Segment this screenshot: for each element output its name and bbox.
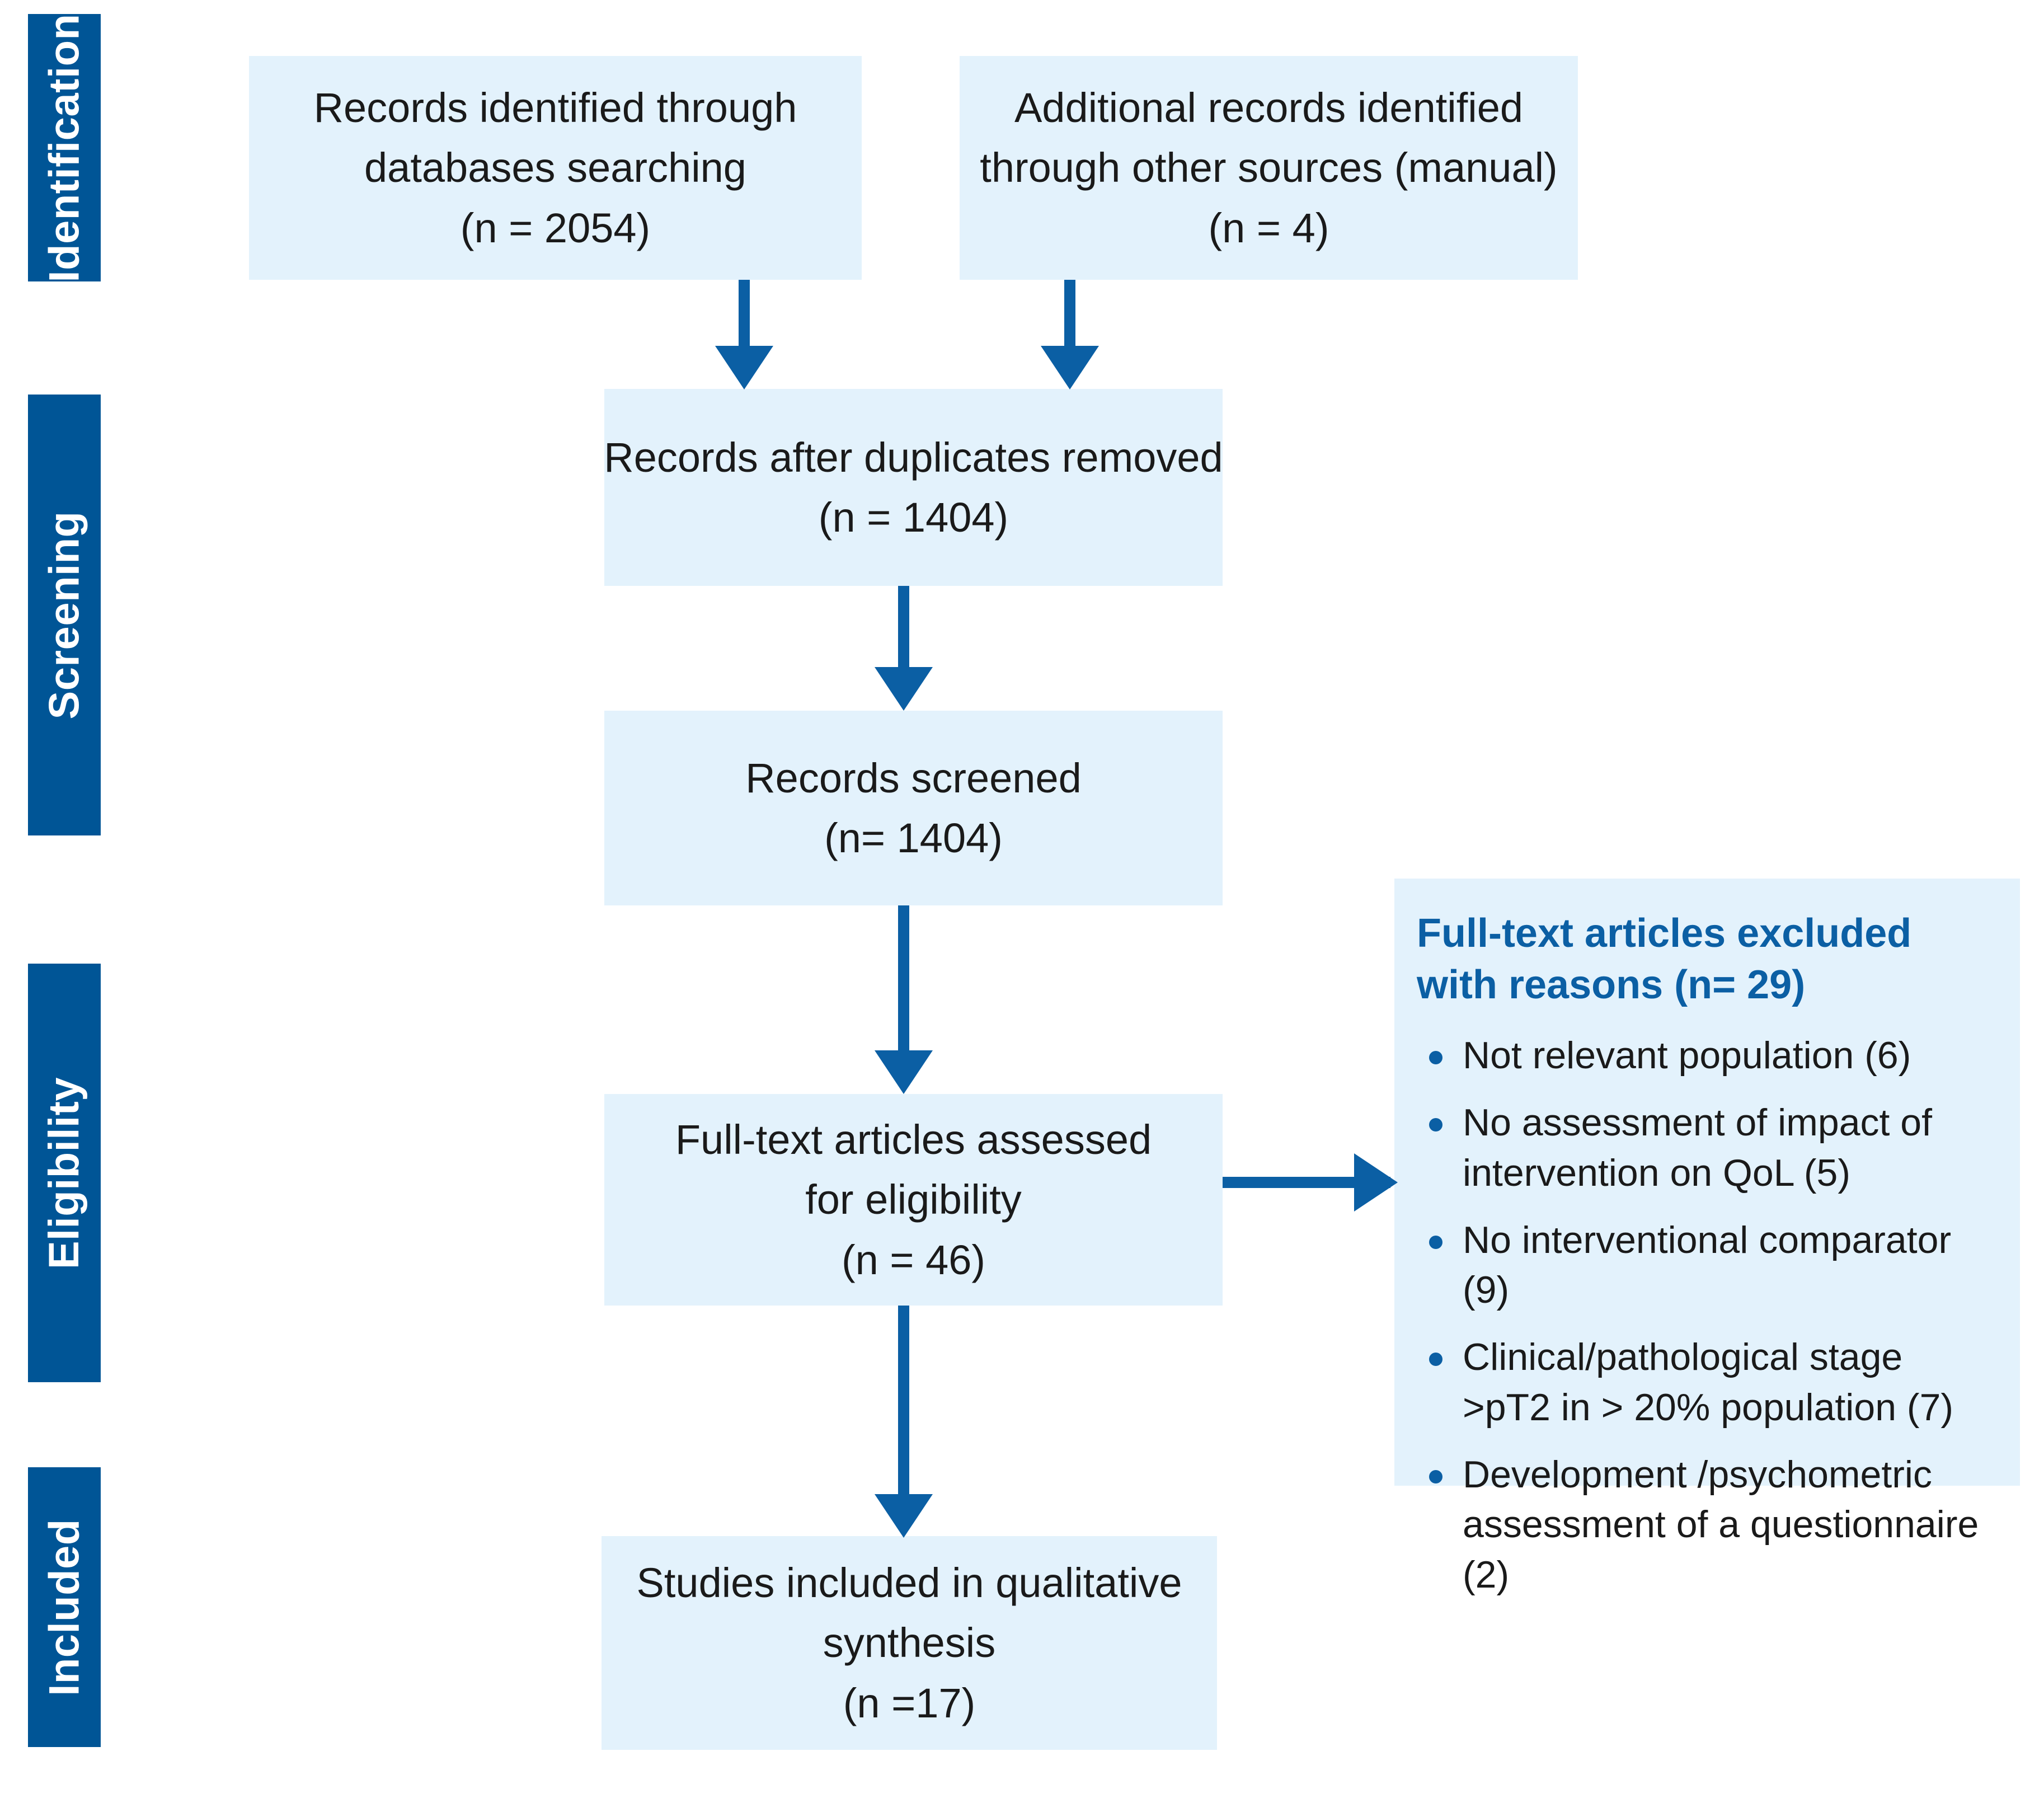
arrowhead-duplicates-to-screened <box>875 667 933 711</box>
excluded-reasons-list: Not relevant population (6) No assessmen… <box>1417 1031 1998 1600</box>
list-item: No assessment of impact of intervention … <box>1417 1098 1998 1199</box>
box-line: Additional records identified <box>1014 84 1524 132</box>
bullet-icon <box>1429 1051 1442 1065</box>
connector-screened-to-fulltext <box>898 905 909 1052</box>
connector-other-to-duplicates <box>1064 280 1075 348</box>
arrowhead-fulltext-to-included <box>875 1494 933 1538</box>
reason-text: Clinical/pathological stage >pT2 in > 20… <box>1463 1336 1954 1429</box>
arrowhead-databases-to-duplicates <box>715 346 773 389</box>
box-studies-included-qualitative-synthesis: Studies included in qualitative synthesi… <box>602 1536 1217 1750</box>
box-count: (n = 46) <box>841 1236 986 1283</box>
stage-bar-included: Included <box>28 1467 101 1747</box>
reason-text: Not relevant population (6) <box>1463 1034 1911 1077</box>
bullet-icon <box>1429 1235 1442 1249</box>
arrowhead-other-to-duplicates <box>1041 346 1099 389</box>
box-fulltext-articles-excluded: Full-text articles excluded with reasons… <box>1394 879 2020 1596</box>
box-line: synthesis <box>823 1619 996 1666</box>
box-count: (n = 2054) <box>460 204 651 251</box>
box-line: for eligibility <box>805 1176 1022 1223</box>
arrowhead-screened-to-fulltext <box>875 1050 933 1094</box>
stage-label-eligibility: Eligibility <box>40 1077 88 1269</box>
connector-fulltext-to-excluded <box>1223 1177 1390 1188</box>
list-item: Clinical/pathological stage >pT2 in > 20… <box>1417 1332 1998 1433</box>
box-line: Records after duplicates removed <box>604 434 1223 481</box>
box-count: (n = 1404) <box>818 494 1009 541</box>
box-line: Full-text articles assessed <box>675 1116 1152 1163</box>
box-line: databases searching <box>364 144 746 191</box>
box-count: (n= 1404) <box>824 815 1003 861</box>
connector-duplicates-to-screened <box>898 586 909 669</box>
box-records-screened: Records screened (n= 1404) <box>604 711 1223 905</box>
excluded-title: Full-text articles excluded with reasons… <box>1417 911 1912 1008</box>
stage-label-included: Included <box>40 1518 88 1696</box>
bullet-icon <box>1429 1353 1442 1367</box>
box-count: (n =17) <box>843 1679 976 1726</box>
box-line: through other sources (manual) <box>980 144 1558 191</box>
box-records-after-duplicates-removed: Records after duplicates removed (n = 14… <box>604 389 1223 586</box>
stage-bar-eligibility: Eligibility <box>28 964 101 1382</box>
reason-text: No assessment of impact of intervention … <box>1463 1101 1933 1194</box>
reason-text: No interventional comparator (9) <box>1463 1218 1952 1312</box>
box-line: Studies included in qualitative <box>636 1560 1182 1607</box>
box-additional-records-other-sources: Additional records identified through ot… <box>960 56 1578 280</box>
stage-label-identification: Identification <box>40 13 88 282</box>
box-line: Records identified through <box>313 84 797 132</box>
connector-fulltext-to-included <box>898 1306 909 1496</box>
list-item: Development /psychometric assessment of … <box>1417 1450 1998 1600</box>
box-fulltext-articles-assessed: Full-text articles assessed for eligibil… <box>604 1094 1223 1306</box>
stage-bar-screening: Screening <box>28 395 101 835</box>
list-item: No interventional comparator (9) <box>1417 1215 1998 1316</box>
stage-label-screening: Screening <box>40 511 88 719</box>
reason-text: Development /psychometric assessment of … <box>1463 1453 1979 1597</box>
list-item: Not relevant population (6) <box>1417 1031 1998 1081</box>
connector-databases-to-duplicates <box>739 280 750 348</box>
box-records-identified-databases: Records identified through databases sea… <box>249 56 862 280</box>
bullet-icon <box>1429 1469 1442 1483</box>
bullet-icon <box>1429 1118 1442 1132</box>
box-count: (n = 4) <box>1208 204 1329 251</box>
stage-bar-identification: Identification <box>28 13 101 282</box>
box-line: Records screened <box>745 754 1082 801</box>
arrowhead-fulltext-to-excluded <box>1354 1153 1398 1212</box>
